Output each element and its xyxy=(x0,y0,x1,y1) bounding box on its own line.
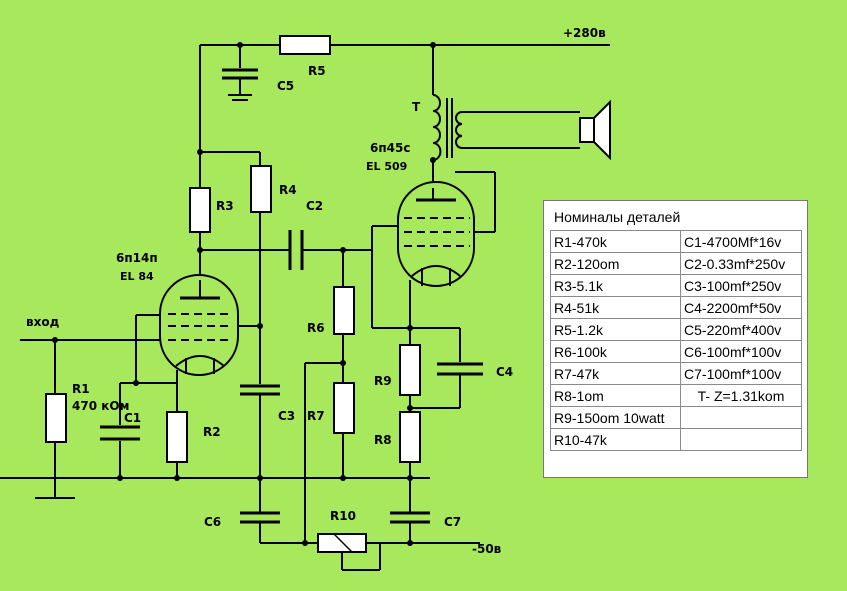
output-transformer xyxy=(432,94,463,161)
capacitor-value-cell: C6-100mf*100v xyxy=(680,340,802,363)
resistor-r1 xyxy=(45,393,67,443)
resistor-value-cell: R10-47k xyxy=(549,428,682,451)
label-input: вход xyxy=(26,315,60,329)
resistor-value-cell: R3-5.1k xyxy=(549,274,682,297)
capacitor-c2 xyxy=(288,230,304,270)
tube-2 xyxy=(397,181,475,287)
label-r5: R5 xyxy=(308,64,326,78)
capacitor-value-cell: C2-0.33mf*250v xyxy=(680,252,802,275)
resistors xyxy=(45,35,421,553)
label-c7: C7 xyxy=(444,515,461,529)
label-transformer: T xyxy=(412,100,421,114)
label-r2: R2 xyxy=(203,425,221,439)
label-tube1-type: 6п14п xyxy=(116,251,158,265)
resistor-value-cell: R7-47k xyxy=(549,362,682,385)
label-tube2-type: 6п45с xyxy=(370,141,410,155)
label-r9: R9 xyxy=(374,374,392,388)
label-r3: R3 xyxy=(216,199,234,213)
label-c2: C2 xyxy=(306,199,323,213)
capacitor-value-cell: C5-220mf*400v xyxy=(680,318,802,341)
label-c3: C3 xyxy=(278,409,295,423)
label-c4: C4 xyxy=(496,365,513,379)
capacitor-c5 xyxy=(222,68,258,101)
label-r8: R8 xyxy=(374,433,392,447)
resistor-value-cell: R6-100k xyxy=(549,340,682,363)
label-r10: R10 xyxy=(330,509,356,523)
resistor-value-cell: R8-1om xyxy=(549,384,682,407)
label-r1: R1 xyxy=(72,382,90,396)
capacitor-value-cell: C3-100mf*250v xyxy=(680,274,802,297)
resistor-value-cell: R1-470k xyxy=(549,230,682,253)
capacitor-value-cell xyxy=(680,428,802,451)
resistor-value-cell: R4-51k xyxy=(549,296,682,319)
capacitor-value-cell: C1-4700Mf*16v xyxy=(680,230,802,253)
label-tube2-alt: EL 509 xyxy=(366,160,407,173)
resistor-value-cell: R5-1.2k xyxy=(549,318,682,341)
parts-table-title: Номиналы деталей xyxy=(554,209,681,225)
schematic-labels: +280в -50в вход T 6п14п EL 84 6п45с EL 5… xyxy=(26,26,606,556)
capacitor-value-cell xyxy=(680,406,802,429)
resistor-r5 xyxy=(279,35,331,55)
label-r6: R6 xyxy=(307,321,325,335)
label-tube1-alt: EL 84 xyxy=(120,270,154,283)
capacitor-c1 xyxy=(100,425,140,441)
label-c1: C1 xyxy=(124,411,141,425)
table-row: R10-47k xyxy=(549,428,802,451)
resistor-r3 xyxy=(189,187,211,233)
label-supply-minus: -50в xyxy=(472,542,502,556)
resistor-r6 xyxy=(333,286,355,335)
capacitors xyxy=(100,68,483,524)
resistor-r4 xyxy=(250,165,272,213)
resistor-r9 xyxy=(399,344,421,396)
junction-dots xyxy=(52,42,436,546)
resistor-value-cell: R2-120om xyxy=(549,252,682,275)
capacitor-c3 xyxy=(240,384,280,396)
resistor-r8 xyxy=(399,411,421,463)
capacitor-value-cell: C7-100mf*100v xyxy=(680,362,802,385)
label-r1-value: 470 кОм xyxy=(72,399,129,413)
label-r4: R4 xyxy=(279,183,297,197)
capacitor-c7 xyxy=(390,511,430,524)
table-row: R9-150om 10watt xyxy=(549,406,802,429)
label-c5: C5 xyxy=(277,79,294,93)
resistor-r7 xyxy=(333,382,355,434)
capacitor-value-cell: C4-2200mf*50v xyxy=(680,296,802,319)
speaker-icon xyxy=(579,99,611,161)
label-r7: R7 xyxy=(307,409,325,423)
capacitor-c4 xyxy=(437,362,483,376)
capacitor-value-cell: T- Z=1.31kom xyxy=(680,384,802,407)
capacitor-c6 xyxy=(240,511,280,524)
label-supply-plus: +280в xyxy=(563,26,606,40)
label-c6: C6 xyxy=(204,515,221,529)
wiring xyxy=(0,44,610,571)
resistor-value-cell: R9-150om 10watt xyxy=(549,406,682,429)
tube-1 xyxy=(159,274,239,376)
resistor-r2 xyxy=(166,411,188,463)
